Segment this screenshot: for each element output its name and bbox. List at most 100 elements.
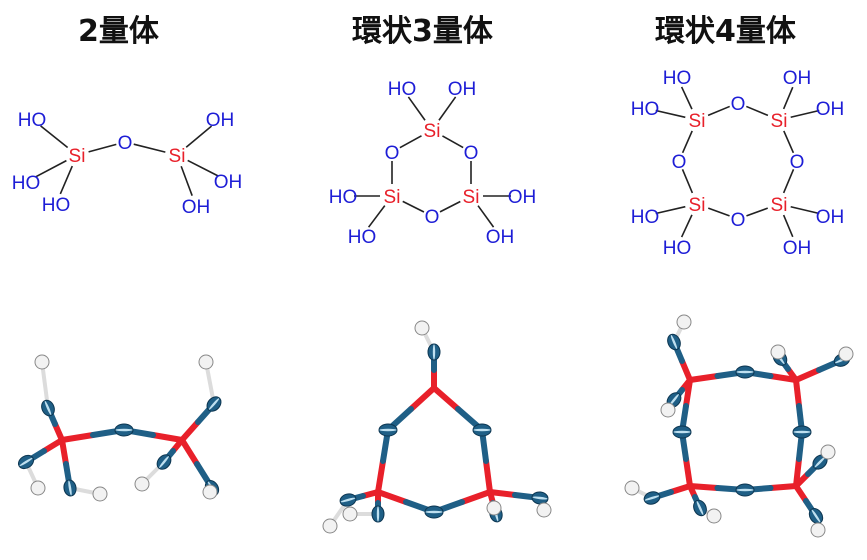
silicon-atom — [687, 377, 693, 383]
hydroxyl-label: HO — [631, 207, 660, 228]
oxygen-atom-highlight — [432, 344, 436, 360]
bond — [655, 109, 686, 119]
model-bond — [408, 385, 437, 412]
bond — [477, 205, 495, 228]
hydrogen-atom — [838, 346, 854, 362]
silicon-atom — [687, 483, 693, 489]
silicon-atom-label: Si — [689, 111, 706, 132]
silicon-atom — [793, 377, 799, 383]
model-bond — [459, 489, 493, 505]
model-bond — [59, 432, 96, 443]
bond — [438, 96, 457, 121]
hydroxyl-label: OH — [214, 172, 243, 193]
ball-and-stick-models — [17, 314, 854, 538]
hydrogen-atom — [624, 480, 640, 496]
hydrogen-atom — [770, 344, 786, 360]
model-bond — [679, 358, 693, 383]
bond — [782, 168, 795, 194]
silicon-atom-label: Si — [463, 187, 480, 208]
oxygen-atom-highlight — [19, 457, 33, 467]
oxygen-atom-highlight — [793, 430, 811, 434]
oxygen-atom-highlight — [814, 456, 826, 468]
silicon-atom — [431, 385, 437, 391]
model-bond — [687, 373, 721, 383]
bond — [681, 130, 693, 154]
model-bond — [431, 385, 461, 412]
oxygen-atom-highlight — [669, 394, 679, 406]
bond — [790, 109, 820, 119]
oxygen-atom-highlight — [115, 428, 133, 432]
bond — [680, 86, 693, 110]
hydrogen-atom — [134, 476, 150, 492]
bond — [655, 205, 686, 215]
bond — [707, 207, 730, 217]
hydroxyl-label: OH — [206, 110, 235, 131]
hydrogen-atom — [486, 500, 502, 516]
hydroxyl-label: HO — [348, 227, 377, 248]
silicon-atom-label: Si — [689, 195, 706, 216]
oxygen-atom-label: O — [731, 94, 746, 115]
bond — [180, 165, 193, 196]
silicon-atom-label: Si — [384, 187, 401, 208]
model-bond — [668, 483, 693, 495]
oxygen-atom-highlight — [159, 456, 169, 468]
bond — [681, 168, 694, 194]
model-bond — [793, 483, 809, 504]
silicon-atom-label: Si — [771, 111, 788, 132]
hydrogen-atom — [660, 402, 676, 418]
hydroxyl-label: HO — [329, 187, 358, 208]
silicon-atom — [375, 489, 381, 495]
hydroxyl-label: OH — [448, 79, 477, 100]
bond — [746, 105, 769, 117]
hydroxyl-label: HO — [388, 79, 417, 100]
silicon-atom-label: Si — [424, 121, 441, 142]
model-bond — [487, 489, 518, 498]
bond — [707, 105, 730, 117]
hydrogen-atom — [676, 314, 692, 330]
hydroxyl-label: OH — [816, 99, 845, 120]
model-bond — [150, 432, 185, 443]
oxygen-atom-highlight — [340, 497, 356, 503]
bond — [59, 165, 74, 195]
silicon-atom-label: Si — [169, 146, 186, 167]
oxygen-atom-highlight — [44, 401, 52, 415]
oxygen-atom-label: O — [790, 152, 805, 173]
oxygen-atom-highlight — [379, 428, 397, 432]
model-bond — [793, 377, 802, 409]
bond — [399, 135, 422, 149]
hydrogen-atom — [414, 320, 430, 336]
bond — [88, 143, 117, 153]
hydrogen-atom — [92, 486, 108, 502]
oxygen-atom-label: O — [385, 143, 400, 164]
bond — [40, 125, 69, 149]
silicon-atom-label: Si — [69, 146, 86, 167]
hydrogen-atom — [810, 522, 826, 538]
oxygen-atom-label: O — [425, 207, 440, 228]
title-cyclic-trimer: 環状3量体 — [352, 14, 493, 49]
bond — [402, 200, 425, 213]
title-cyclic-tetramer: 環状4量体 — [655, 14, 796, 49]
model-bond — [767, 373, 799, 383]
model-bond — [375, 489, 409, 505]
hydrogen-atom — [322, 518, 338, 534]
bond — [35, 159, 67, 178]
oxygen-atom-highlight — [736, 370, 754, 374]
bond — [439, 200, 461, 213]
oxygen-atom-highlight — [696, 501, 704, 515]
hydrogen-atom — [342, 506, 358, 522]
oxygen-atom-highlight — [673, 430, 691, 434]
model-bond — [179, 419, 201, 443]
hydrogen-atom — [198, 354, 214, 370]
hydroxyl-label: OH — [783, 68, 812, 89]
hydrogen-atom — [34, 354, 50, 370]
silicon-atom-label: Si — [771, 195, 788, 216]
oxygen-atom-highlight — [68, 480, 72, 496]
model-bond — [683, 456, 693, 489]
model-bond — [375, 458, 386, 495]
hydroxyl-label: HO — [12, 173, 41, 194]
bond — [133, 143, 166, 153]
oxygen-atom-highlight — [376, 506, 380, 522]
model-bond — [767, 483, 799, 491]
